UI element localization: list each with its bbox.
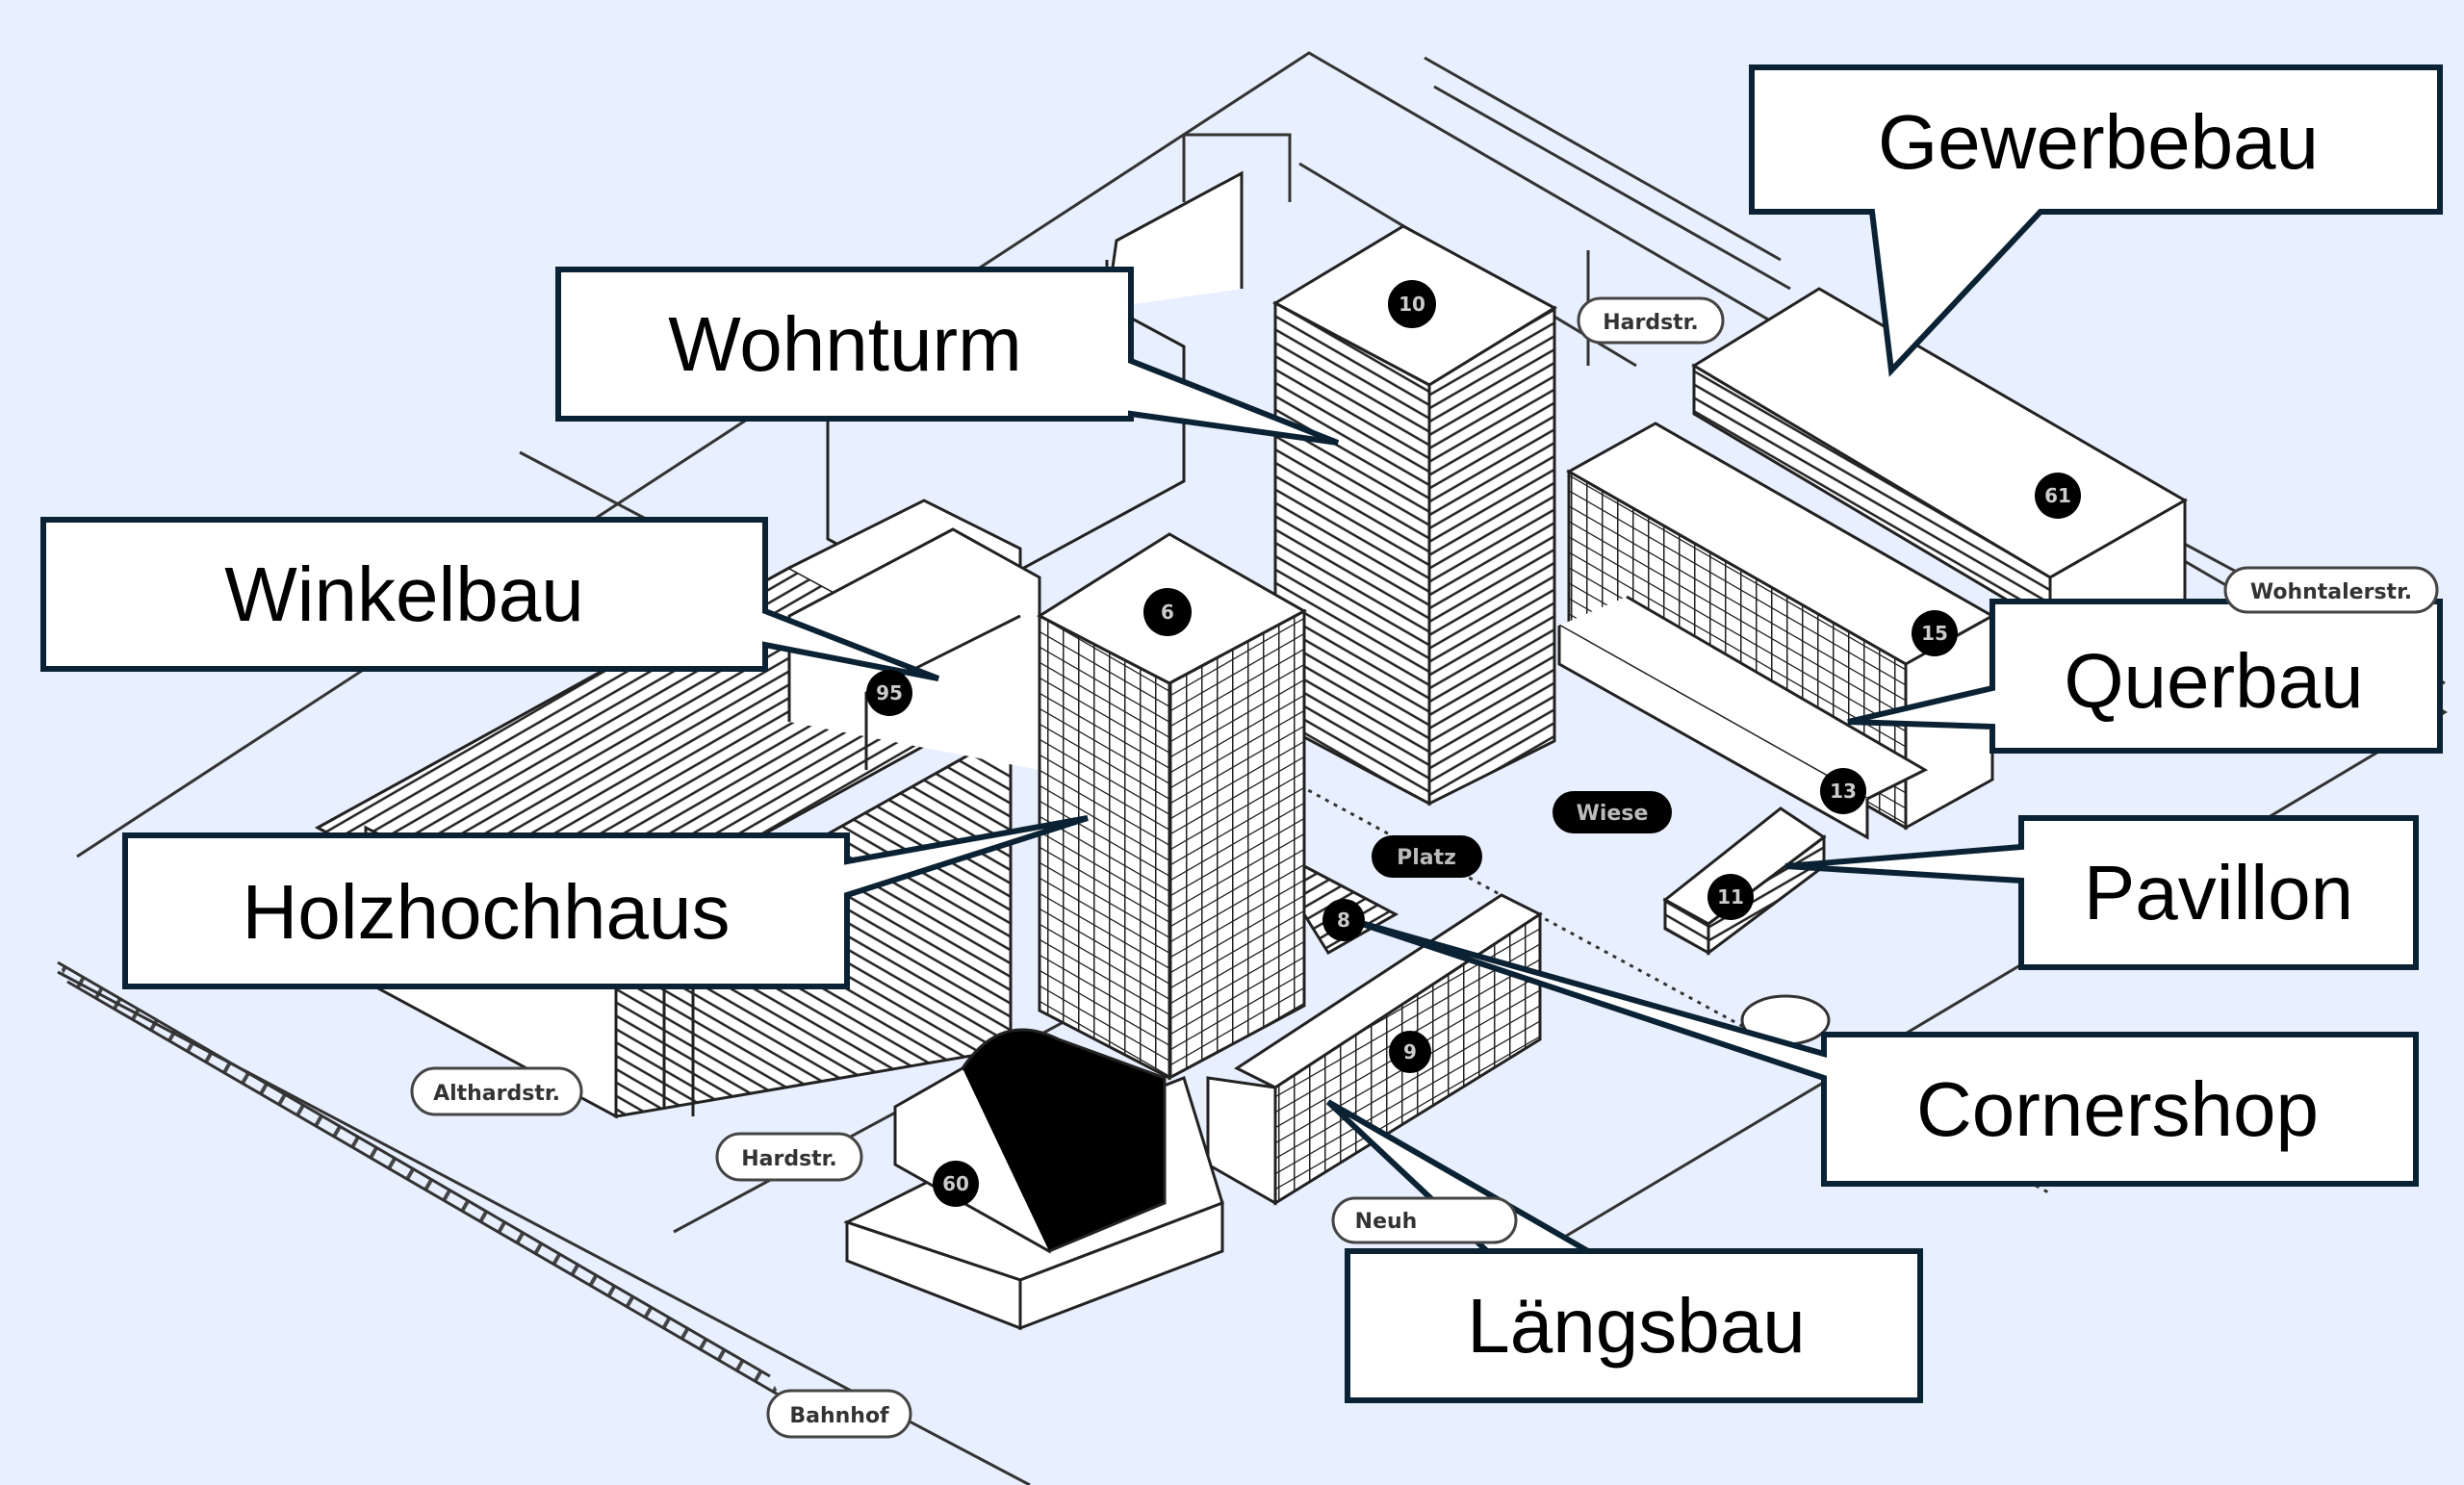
callout-label: Längsbau xyxy=(1467,1283,1805,1369)
callout-label: Holzhochhaus xyxy=(243,869,731,955)
callout-label: Wohnturm xyxy=(668,301,1022,387)
place-label-platz: Platz xyxy=(1372,835,1482,878)
number-marker-15: 15 xyxy=(1912,610,1958,656)
building-holzhochhaus xyxy=(1036,532,1308,1081)
callout-laengsbau: Längsbau xyxy=(1325,1099,1923,1403)
building-querbau xyxy=(1557,422,1996,840)
callout-winkelbau: Winkelbau xyxy=(40,517,940,681)
callout-cornershop: Cornershop xyxy=(1347,916,2419,1187)
number-marker-13: 13 xyxy=(1820,768,1866,814)
street-label-wohntalerstr: Wohntalerstr. xyxy=(2223,566,2439,614)
callout-wohnturm: Wohnturm xyxy=(555,267,1340,446)
number-marker-6: 6 xyxy=(1143,588,1192,636)
number-marker-95: 95 xyxy=(866,670,912,716)
svg-text:Althardstr.: Althardstr. xyxy=(433,1082,560,1106)
svg-text:15: 15 xyxy=(1921,622,1948,645)
svg-text:Bahnhof: Bahnhof xyxy=(789,1404,889,1428)
number-marker-10: 10 xyxy=(1388,280,1436,328)
svg-text:13: 13 xyxy=(1830,780,1857,803)
svg-text:Wohntalerstr.: Wohntalerstr. xyxy=(2250,580,2412,604)
svg-text:Hardstr.: Hardstr. xyxy=(741,1147,837,1171)
svg-text:Neuh: Neuh xyxy=(1355,1210,1418,1234)
street-label-bahnhof: Bahnhof xyxy=(766,1389,912,1439)
street-label-hardstr-top: Hardstr. xyxy=(1577,296,1725,345)
callout-pavillon: Pavillon xyxy=(1784,815,2419,970)
railway xyxy=(57,960,781,1397)
svg-text:95: 95 xyxy=(876,681,903,704)
street-label-hardstr-bottom: Hardstr. xyxy=(715,1132,863,1182)
building-60 xyxy=(843,1028,1224,1331)
number-marker-11: 11 xyxy=(1707,874,1754,920)
svg-text:8: 8 xyxy=(1337,909,1350,932)
svg-text:10: 10 xyxy=(1399,293,1425,316)
callout-label: Winkelbau xyxy=(224,551,584,637)
svg-text:6: 6 xyxy=(1161,601,1174,624)
callout-label: Gewerbebau xyxy=(1878,99,2319,185)
place-label-wiese: Wiese xyxy=(1553,791,1672,833)
street-label-althardstr: Althardstr. xyxy=(410,1066,583,1116)
number-marker-60: 60 xyxy=(933,1161,979,1207)
callout-label: Querbau xyxy=(2064,638,2363,724)
number-marker-8: 8 xyxy=(1322,899,1365,941)
callout-querbau: Querbau xyxy=(1847,599,2443,754)
svg-text:11: 11 xyxy=(1717,885,1744,909)
street-label-neuhardstr: Neuh xyxy=(1331,1196,1518,1244)
callout-holzhochhaus: Holzhochhaus xyxy=(122,815,1089,989)
callout-gewerbebau: Gewerbebau xyxy=(1749,64,2443,377)
svg-text:Hardstr.: Hardstr. xyxy=(1603,311,1699,335)
svg-text:60: 60 xyxy=(942,1172,969,1195)
callout-label: Pavillon xyxy=(2084,850,2353,935)
svg-text:9: 9 xyxy=(1403,1040,1417,1063)
svg-text:61: 61 xyxy=(2044,484,2071,507)
svg-text:Platz: Platz xyxy=(1397,846,1456,870)
number-marker-9: 9 xyxy=(1389,1031,1431,1073)
callout-label: Cornershop xyxy=(1916,1066,2319,1152)
svg-text:Wiese: Wiese xyxy=(1577,802,1649,826)
number-marker-61: 61 xyxy=(2035,473,2081,519)
